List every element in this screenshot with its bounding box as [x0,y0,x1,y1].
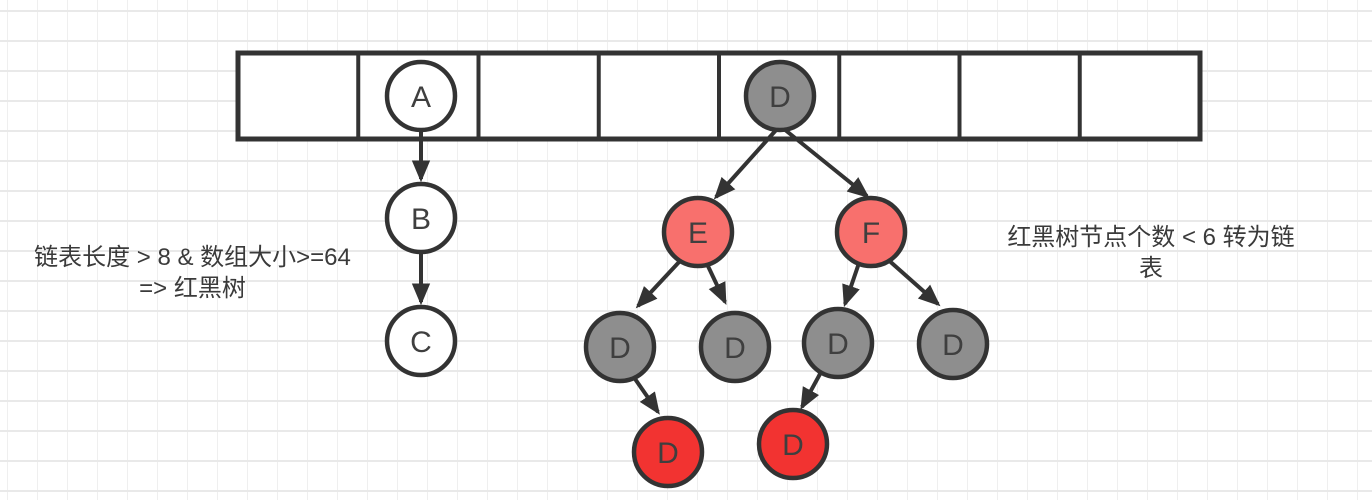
treeify-annotation-line2: => 红黑树 [139,275,246,302]
node-e-circle [661,195,735,269]
node-e-label: E [688,217,708,250]
node-gray-d2-label: D [724,332,746,365]
node-f-circle [834,195,908,269]
node-gray-d1-circle [583,310,657,384]
node-b-label: B [411,203,431,236]
node-a: A [384,59,458,133]
node-gray-d2: D [698,310,772,384]
arrow-f-to-d4 [883,255,941,307]
node-root-d: D [743,59,817,133]
node-c-label: C [410,326,432,359]
untreeify-annotation: 红黑树节点个数 < 6 转为链 表 [985,222,1317,284]
arrow-rootd-to-e [713,127,779,200]
arrow-e-to-d2 [705,263,727,305]
node-root-d-circle [743,59,817,133]
node-red-d2-circle [756,407,830,481]
node-gray-d4-label: D [942,329,964,362]
node-e: E [661,195,735,269]
node-a-circle [384,59,458,133]
node-f: F [834,195,908,269]
node-red-d2: D [756,407,830,481]
treeify-annotation: 链表长度 > 8 & 数组大小>=64 => 红黑树 [5,242,380,304]
node-c-circle [384,304,458,378]
treeify-annotation-line1: 链表长度 > 8 & 数组大小>=64 [34,244,351,271]
arrow-e-to-d1 [635,259,682,309]
node-red-d1-circle [631,415,705,489]
node-gray-d1: D [583,310,657,384]
node-gray-d1-label: D [609,332,631,365]
arrow-d1-to-redd1 [631,374,660,415]
untreeify-annotation-line2: 表 [1139,255,1163,282]
node-gray-d3: D [801,306,875,380]
node-f-label: F [862,217,880,250]
node-gray-d2-circle [698,310,772,384]
untreeify-annotation-line1: 红黑树节点个数 < 6 转为链 [1007,224,1295,251]
node-b: B [384,181,458,255]
node-c: C [384,304,458,378]
node-gray-d3-circle [801,306,875,380]
arrow-d3-to-redd2 [800,373,822,410]
node-gray-d4: D [916,307,990,381]
node-b-circle [384,181,458,255]
node-root-d-label: D [769,81,791,114]
arrow-rootd-to-f [782,127,870,199]
node-gray-d4-circle [916,307,990,381]
node-gray-d3-label: D [827,328,849,361]
node-red-d1: D [631,415,705,489]
node-a-label: A [411,81,431,114]
node-red-d2-label: D [782,429,804,462]
arrow-f-to-d3 [842,262,861,308]
node-red-d1-label: D [657,437,679,470]
